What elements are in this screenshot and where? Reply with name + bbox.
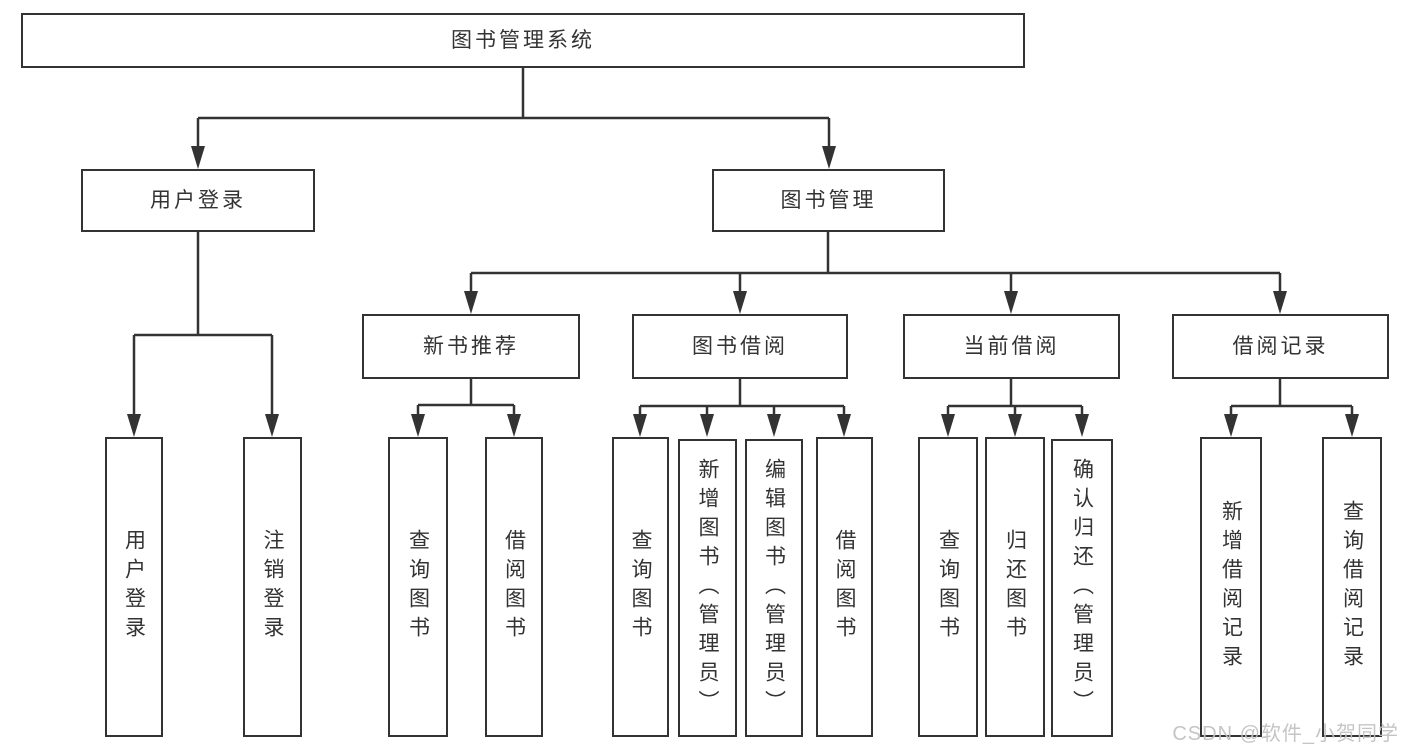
leaf-borrow-books-recommend: 借阅图书	[485, 437, 543, 737]
arrow-down-icon	[1345, 414, 1359, 437]
arrow-down-icon	[1004, 291, 1018, 314]
arrow-down-icon	[507, 414, 521, 437]
edge-root-to-level2	[196, 68, 831, 150]
leaf-return-book: 归还图书	[985, 437, 1045, 737]
leaf-add-book-admin: 新增图书（管理员）	[678, 439, 737, 737]
arrow-down-icon	[837, 414, 851, 437]
edge-current-to-leaves	[946, 379, 1084, 418]
leaf-query-books-recommend: 查询图书	[388, 437, 448, 737]
leaf-user-login: 用户登录	[105, 437, 163, 737]
leaf-borrow-books: 借阅图书	[816, 437, 873, 737]
node-user-login: 用户登录	[81, 169, 315, 232]
node-root-system: 图书管理系统	[21, 13, 1025, 68]
arrow-down-icon	[1273, 291, 1287, 314]
arrow-down-icon	[411, 414, 425, 437]
node-current-borrow: 当前借阅	[903, 314, 1120, 379]
arrow-down-icon	[1224, 414, 1238, 437]
edge-bookmgmt-to-level3	[469, 232, 1282, 295]
leaf-query-books-borrow: 查询图书	[612, 437, 669, 737]
arrow-down-icon	[191, 146, 205, 169]
edge-newbook-to-leaves	[416, 379, 516, 418]
arrow-down-icon	[1075, 414, 1089, 437]
arrow-down-icon	[941, 414, 955, 437]
arrow-down-icon	[464, 291, 478, 314]
leaf-query-borrow-record: 查询借阅记录	[1322, 437, 1382, 737]
arrowheads	[127, 146, 1359, 437]
arrow-down-icon	[767, 414, 781, 437]
edge-record-to-leaves	[1229, 379, 1354, 418]
arrow-down-icon	[733, 291, 747, 314]
leaf-confirm-return-admin: 确认归还（管理员）	[1051, 439, 1113, 737]
arrow-down-icon	[265, 414, 279, 437]
leaf-query-books-current: 查询图书	[918, 437, 978, 737]
leaf-add-borrow-record: 新增借阅记录	[1200, 437, 1262, 737]
arrow-down-icon	[822, 146, 836, 169]
csdn-watermark: CSDN @软件_小贺同学	[1172, 723, 1399, 745]
arrow-down-icon	[633, 414, 647, 437]
node-borrow-record: 借阅记录	[1172, 314, 1389, 379]
node-book-management: 图书管理	[712, 169, 945, 232]
node-new-book-recommend: 新书推荐	[362, 314, 580, 379]
node-book-borrow: 图书借阅	[632, 314, 848, 379]
edge-borrow-to-leaves	[638, 379, 846, 418]
leaf-edit-book-admin: 编辑图书（管理员）	[745, 439, 803, 737]
arrow-down-icon	[700, 414, 714, 437]
edge-userlogin-to-leaves	[132, 232, 274, 418]
arrow-down-icon	[127, 414, 141, 437]
arrow-down-icon	[1008, 414, 1022, 437]
leaf-logout: 注销登录	[243, 437, 302, 737]
